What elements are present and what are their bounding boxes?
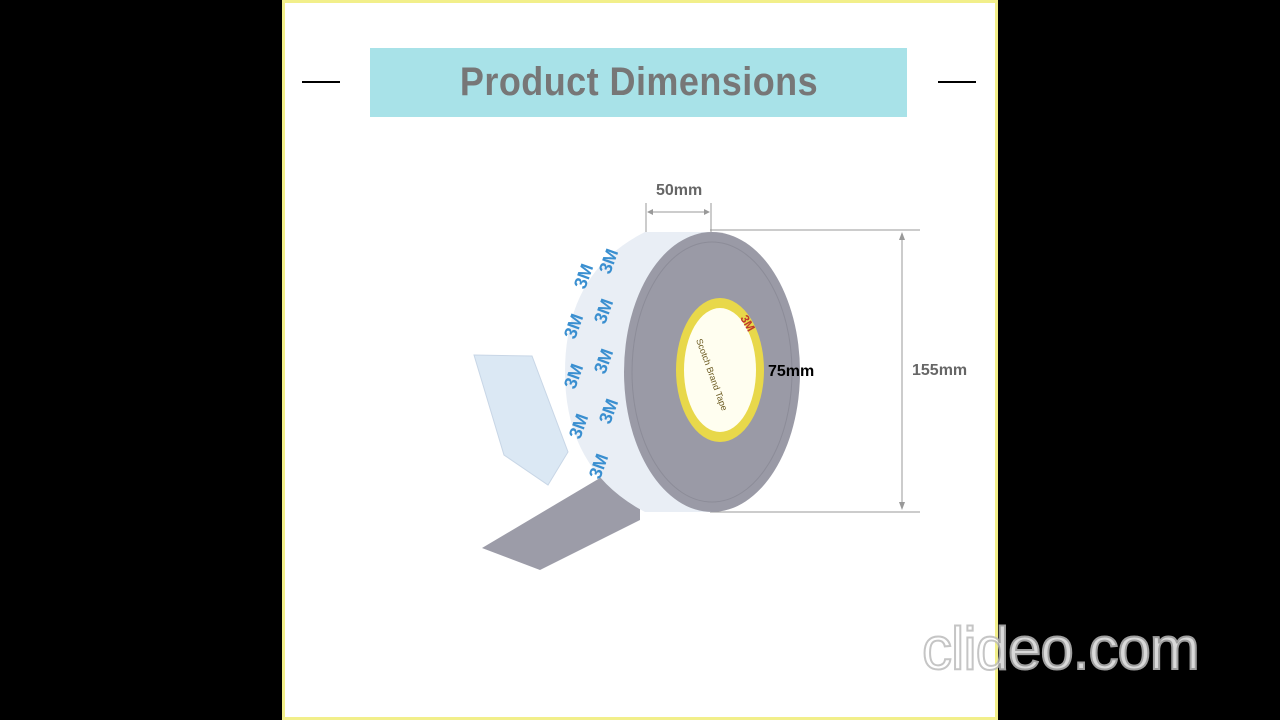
page-title: Product Dimensions	[459, 60, 818, 104]
right-title-dash	[938, 81, 976, 83]
title-banner: Product Dimensions	[370, 48, 907, 117]
tape-strip	[482, 470, 640, 570]
release-liner-strip	[473, 354, 569, 486]
dimension-guides	[645, 203, 920, 513]
width-dimension-label: 50mm	[656, 182, 703, 199]
roll-core-hole	[684, 308, 756, 432]
core-dimension-label: 75mm	[768, 363, 815, 380]
left-title-dash	[302, 81, 340, 83]
dimension-arrows	[647, 209, 905, 510]
height-dimension-label: 155mm	[912, 362, 968, 379]
clideo-watermark: clideo.com	[921, 614, 1201, 683]
